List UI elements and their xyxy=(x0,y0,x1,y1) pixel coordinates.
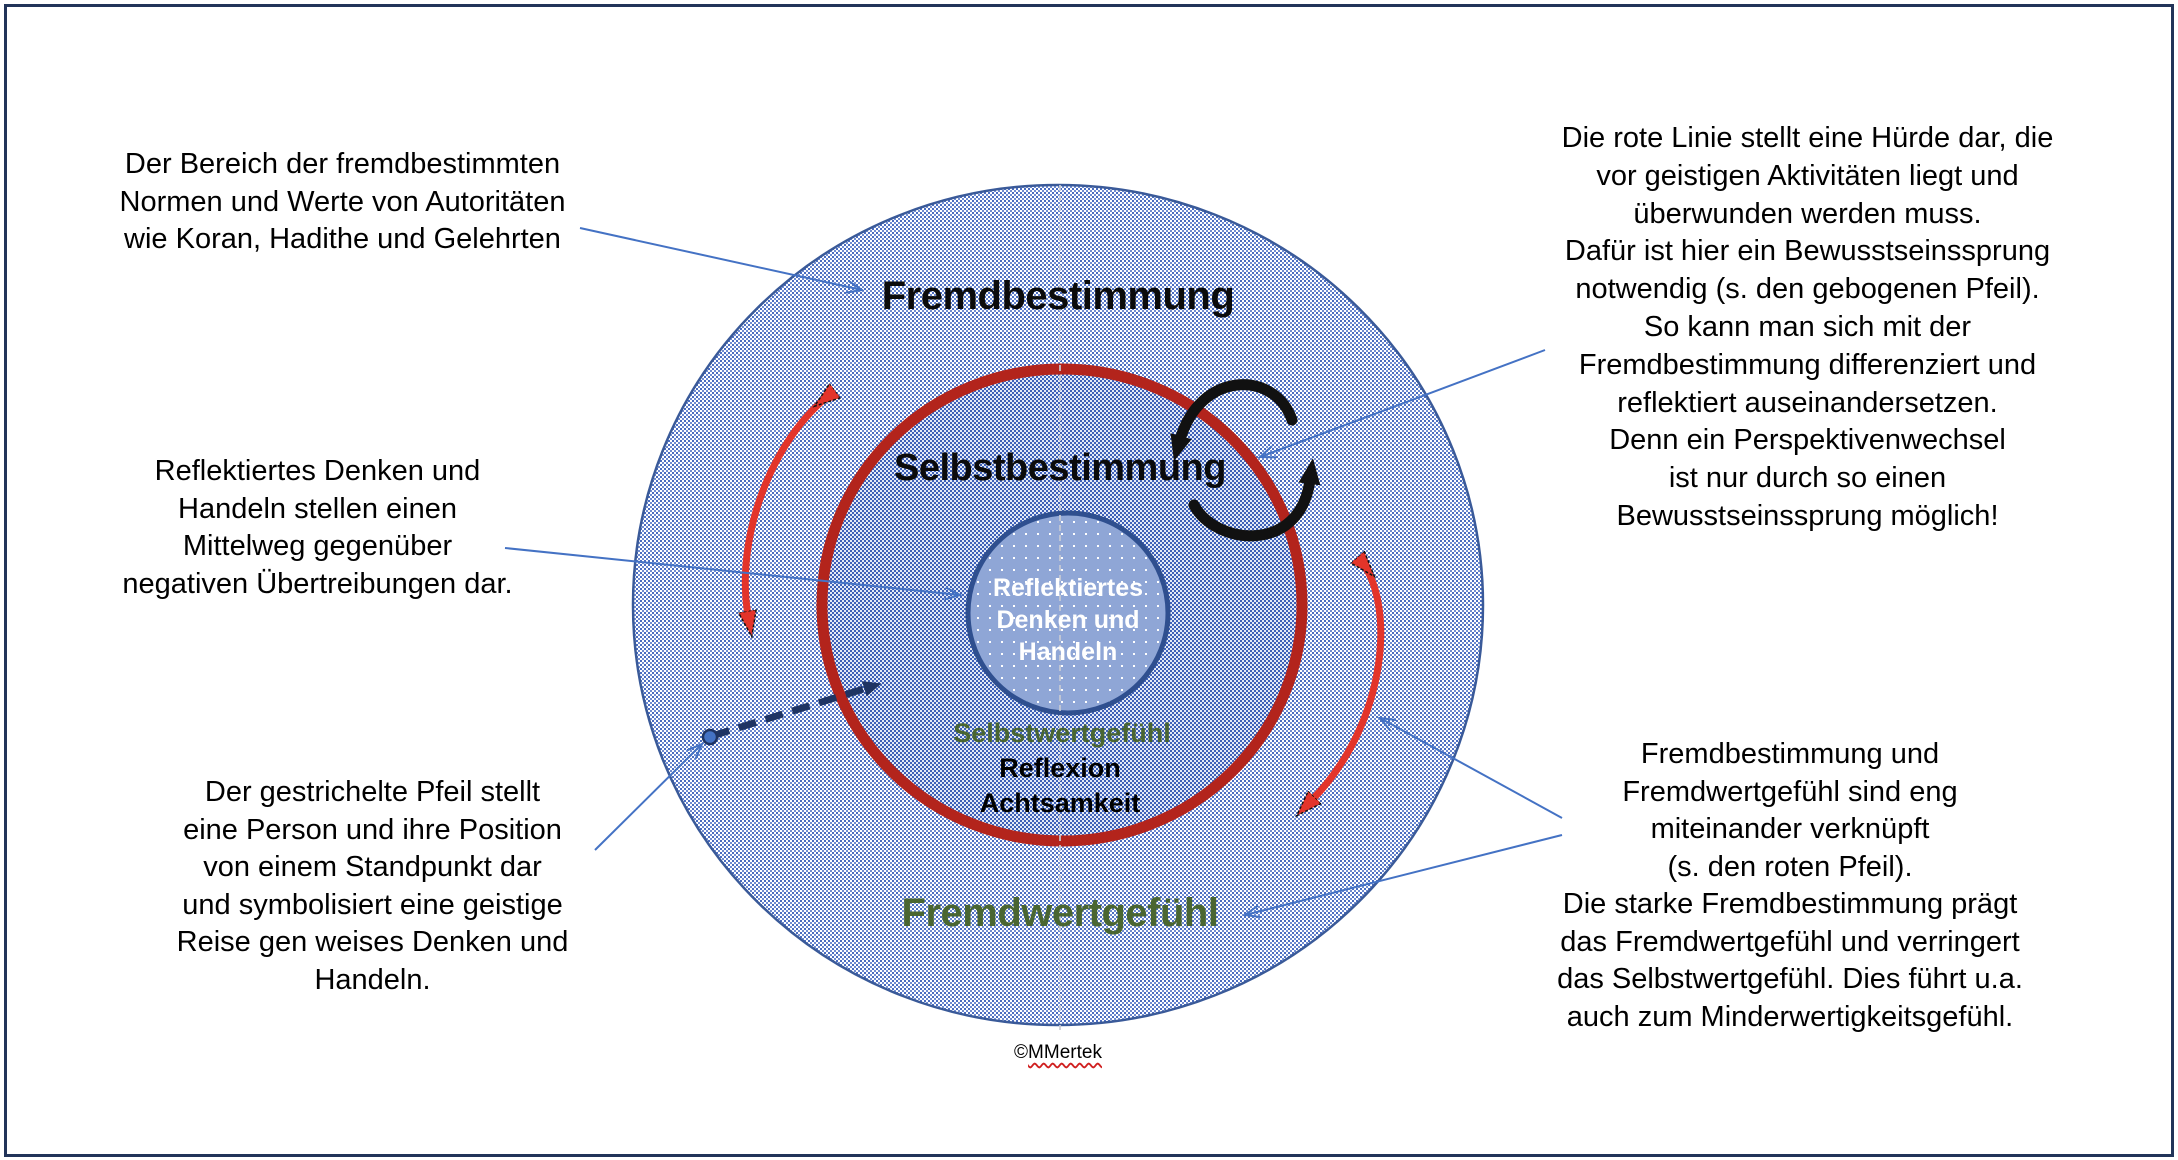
pointer-bottom-left xyxy=(594,744,702,851)
label-selbstbestimmung: Selbstbestimmung xyxy=(894,447,1226,489)
label-achtsamkeit: Achtsamkeit xyxy=(979,788,1141,818)
label-fremdbestimmung: Fremdbestimmung xyxy=(881,274,1235,318)
circular-arrow-top xyxy=(1170,379,1298,462)
label-selbstwertgefuehl: Selbstwertgefühl xyxy=(953,718,1171,748)
red-curved-arrow-left xyxy=(745,393,832,615)
label-core: Reflektiertes Denken und Handeln xyxy=(992,574,1144,666)
label-fremdwertgefuehl: Fremdwertgefühl xyxy=(901,891,1219,935)
annotation-bottom-left: Der gestrichelte Pfeil stellt eine Perso… xyxy=(176,776,569,996)
person-position-dot xyxy=(701,728,719,746)
core-zone-reflected-thinking xyxy=(965,510,1171,716)
annotation-bottom-right: Fremdbestimmung und Fremdwertgefühl sind… xyxy=(1557,738,2023,1033)
annotation-top-right: Die rote Linie stellt eine Hürde dar, di… xyxy=(1561,122,2054,532)
pointer-bottom-right-2 xyxy=(1245,834,1563,915)
copyright-author: MMertek xyxy=(1028,1042,1102,1063)
pointer-top-left xyxy=(579,227,862,290)
annotation-middle-left: Reflektiertes Denken und Handeln stellen… xyxy=(122,455,513,600)
pointer-bottom-right-1 xyxy=(1380,718,1563,819)
copyright-notice: ©MMertek xyxy=(1014,1042,1102,1064)
red-curved-arrow-right xyxy=(1312,560,1381,800)
circular-arrow-bottom xyxy=(1188,458,1321,542)
label-reflexion: Reflexion xyxy=(999,753,1121,783)
slide-frame xyxy=(4,4,2174,1157)
pointer-middle-left xyxy=(504,547,960,595)
pointer-top-right xyxy=(1260,349,1546,457)
annotation-top-left: Der Bereich der fremdbestimmten Normen u… xyxy=(119,148,566,255)
copyright-symbol: © xyxy=(1014,1042,1029,1063)
